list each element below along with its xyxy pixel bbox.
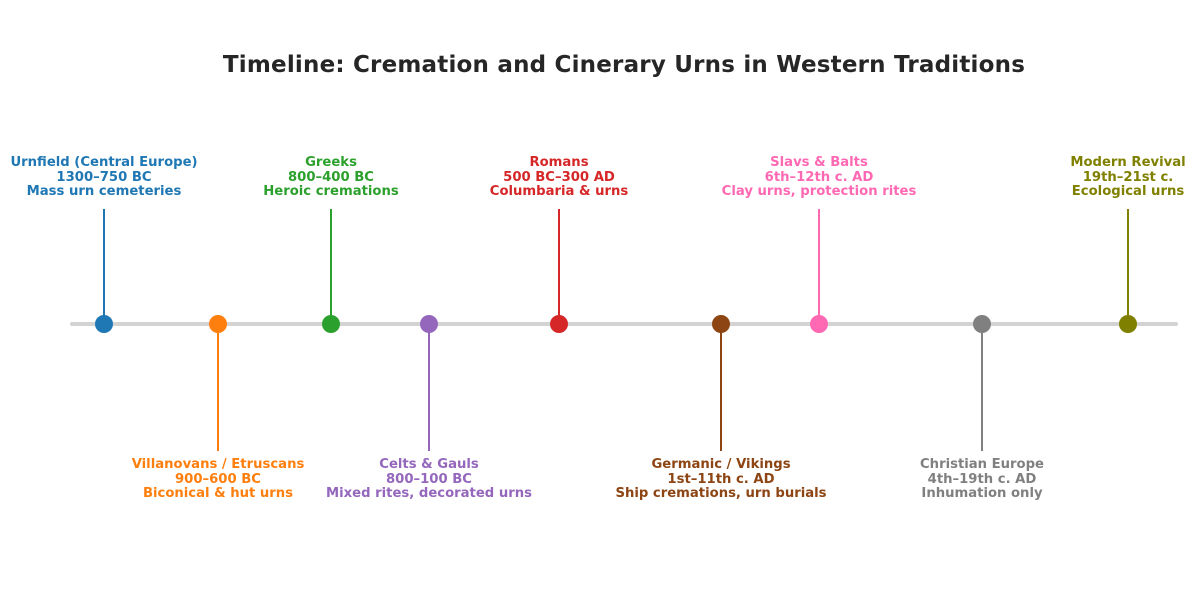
- event-name: Germanic / Vikings: [651, 457, 791, 472]
- event-period: 6th–12th c. AD: [764, 169, 874, 185]
- event-name: Modern Revival: [1070, 155, 1186, 170]
- event-note: Inhumation only: [921, 486, 1043, 501]
- event-note: Columbaria & urns: [489, 184, 629, 199]
- event-stem: [103, 209, 105, 324]
- event-period: 800–100 BC: [386, 471, 472, 487]
- event-stem: [217, 324, 219, 451]
- event-stem: [428, 324, 430, 451]
- timeline-axis: [70, 322, 1178, 326]
- event-marker: [973, 315, 991, 333]
- diagram-title: Timeline: Cremation and Cinerary Urns in…: [222, 52, 1026, 78]
- event-period: 500 BC–300 AD: [503, 169, 615, 185]
- event-name: Villanovans / Etruscans: [131, 457, 305, 472]
- event-stem: [981, 324, 983, 451]
- event-note: Mixed rites, decorated urns: [326, 486, 532, 501]
- event-marker: [209, 315, 227, 333]
- event-period: 19th–21st c.: [1082, 169, 1174, 185]
- event-name: Greeks: [305, 155, 357, 170]
- event-period: 1st–11th c. AD: [667, 471, 775, 487]
- event-note: Clay urns, protection rites: [721, 184, 917, 199]
- event-marker: [712, 315, 730, 333]
- event-stem: [330, 209, 332, 324]
- event-marker: [550, 315, 568, 333]
- event-name: Christian Europe: [920, 457, 1044, 472]
- event-marker: [1119, 315, 1137, 333]
- event-period: 800–400 BC: [288, 169, 374, 185]
- event-stem: [720, 324, 722, 451]
- event-period: 4th–19th c. AD: [927, 471, 1037, 487]
- event-note: Biconical & hut urns: [142, 486, 294, 501]
- event-marker: [322, 315, 340, 333]
- event-stem: [1127, 209, 1129, 324]
- event-name: Urnfield (Central Europe): [10, 155, 198, 170]
- event-note: Ecological urns: [1071, 184, 1185, 199]
- event-name: Romans: [529, 155, 589, 170]
- event-period: 1300–750 BC: [56, 169, 152, 185]
- event-period: 900–600 BC: [175, 471, 261, 487]
- event-name: Celts & Gauls: [379, 457, 479, 472]
- event-note: Heroic cremations: [263, 184, 399, 199]
- event-name: Slavs & Balts: [770, 155, 868, 170]
- event-note: Ship cremations, urn burials: [615, 486, 827, 501]
- event-stem: [818, 209, 820, 324]
- event-note: Mass urn cemeteries: [26, 184, 182, 199]
- event-marker: [95, 315, 113, 333]
- event-marker: [810, 315, 828, 333]
- event-marker: [420, 315, 438, 333]
- event-stem: [558, 209, 560, 324]
